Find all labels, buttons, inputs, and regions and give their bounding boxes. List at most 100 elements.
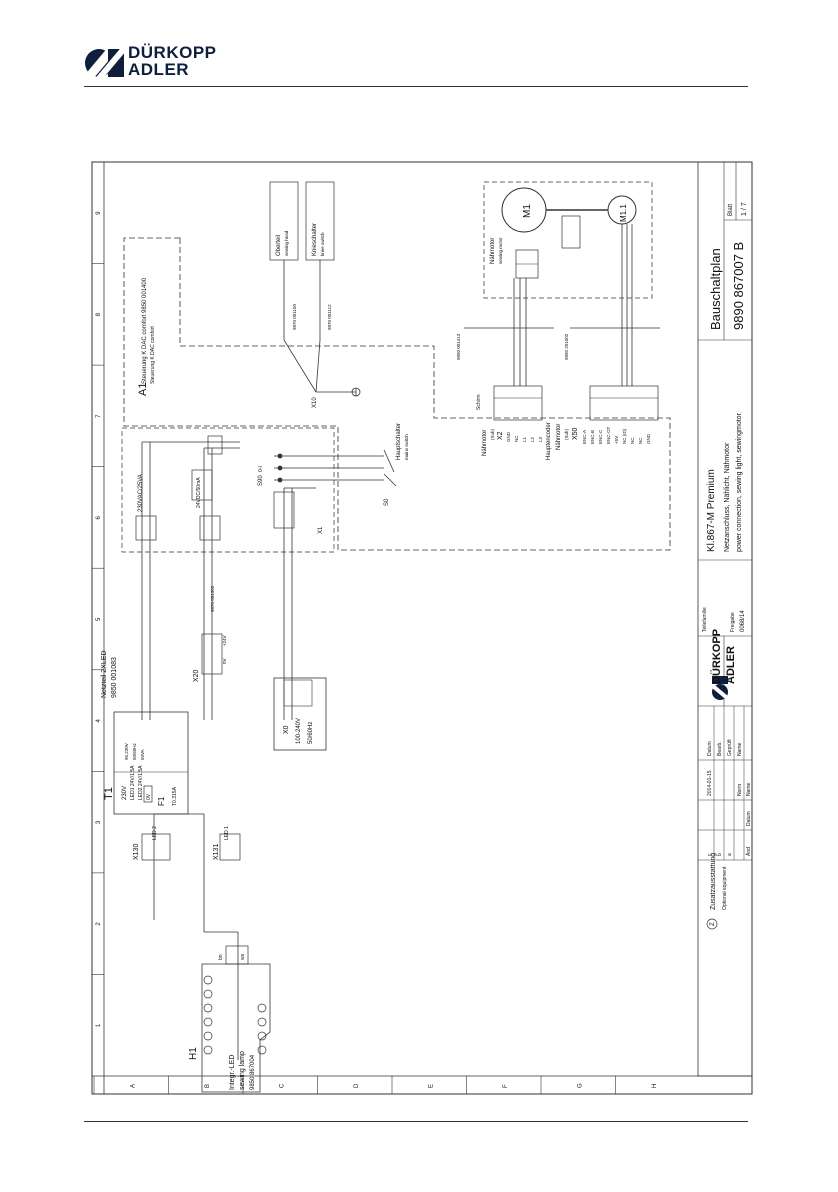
x50-pin: NC [638,437,643,444]
title-block: Bauschaltplan 9890 867007 B Blatt 1 / 7 … [697,161,753,1077]
release-label: Freigabe [730,612,736,632]
supply-box [121,427,335,553]
mains-switch [274,449,397,487]
grid-col-1: 1 [96,1023,102,1027]
grid-row-E: E [428,1084,434,1088]
s90-state: 0-I [258,466,264,472]
x2-pin: NC [514,435,519,442]
x1-terminal [273,491,295,529]
hauptschalter-de: Hauptschalter [396,423,402,460]
x2-title-de: Nähmotor [482,430,488,456]
x20-plus24: +24V [222,635,227,646]
grid-col-2: 2 [96,922,102,926]
sheet-value: 1 / 7 [741,202,748,216]
x20-zero-v: 0V [222,658,227,664]
optional-en: Optional equipment [722,866,728,910]
optional-symbol: Z [710,922,716,926]
optional-de: Zusatzausstattung [710,853,717,910]
drawn-label: Bearb. [717,741,723,756]
drawing-title: Bauschaltplan [708,248,723,330]
rev-label: Änd [745,847,752,856]
family-label: Teilefamilie [702,607,708,632]
x20-label: X20 [193,669,200,682]
rev-date-label: Datum [746,811,752,826]
lamp-led [203,1045,213,1055]
rev-row-c: c [707,853,713,856]
t1-line-1: LED1 24V/1.5A [130,765,136,800]
cable-motor-1: 9850 001413 [456,333,461,360]
hauptschalter-en: mains switch [404,434,409,460]
drawing-number: 9890 867007 B [731,242,746,330]
t1-in-1: 50/60Hz [132,742,137,760]
grid-col-5: 5 [96,617,102,621]
m1-label: M1 [522,204,533,218]
grid-col-8: 8 [96,312,102,316]
x10-label: X10 [312,397,318,408]
cable-knie: 9870 001112 [327,304,332,330]
brand-name: DÜRKOPP ADLER [128,44,217,78]
x230-terminal [135,515,157,541]
h1-number: 9850 867004 [250,1054,256,1090]
name-label: Name [737,742,743,756]
x130-connector [141,833,171,861]
title-block-brand-2: ADLER [725,646,737,684]
rev-name-label: Name [746,782,752,796]
naehmotor-de: Nähmotor [490,238,496,264]
x24-terminal [199,515,221,541]
x131-label: X131 [213,844,220,860]
release-value: 0068/14 [740,610,746,632]
grid-row-B: B [205,1084,211,1088]
norm-label: Norm [737,784,743,796]
knieschalter-en: knee switch [320,232,325,256]
h1-en: sewing lamp [239,1051,246,1090]
h1-de: Integr.-LED [229,1055,236,1090]
oberteil-de: Oberteil [276,235,282,256]
date-label: Datum [707,741,713,756]
t1-line-3: 0V [146,793,152,800]
volt-24: 24VDC/50mA [196,477,202,508]
grid-col-4: 4 [96,719,102,723]
rev-row-b: b [717,853,723,856]
brand-line-1: DÜRKOPP [128,43,217,62]
led-driver-block [191,469,213,501]
grid-row-F: F [503,1084,509,1088]
h1-label: H1 [188,1047,199,1060]
date-value: 2014-01-15 [707,770,713,796]
title-block-brand-1: DÜRKOPP [710,629,723,684]
volt-230: 230VAC/25VA [138,474,144,512]
x131-connector [219,833,241,861]
knee-switch-connector: Knieschalter knee switch [305,181,335,261]
product-name: Kl.867-M Premium [706,469,717,552]
checked-label: Geprüft [727,739,733,756]
footer-divider [84,1121,748,1122]
a1-desc-en: Steuerung K DAC comfort [150,326,156,384]
h1-ws: ws [240,953,246,960]
lamp-led [257,1031,267,1041]
t1-line-2: LED2 24V/1.5A [138,765,144,800]
x50-pin: GND [646,433,651,444]
led2-label: LED 2 [152,826,158,840]
header-divider [84,86,748,87]
control-box-a1 [123,237,671,551]
cable-motor-2: 9850 201002 [564,333,569,360]
cable-x20: 9870 001302 [210,585,215,612]
x50-pin: ENC-OT [606,427,611,444]
lamp-led-array [203,975,267,1055]
x50-pin: ENC-A [582,430,587,444]
brand-line-2: ADLER [128,60,190,79]
oberteil-en: sewing head [284,230,289,256]
t1-label: T1 [103,787,115,800]
connector-x2: Schirm [476,385,543,421]
grid-row-A: A [130,1084,136,1088]
grid-row-G: G [577,1083,583,1088]
x0-label: X0 [283,725,290,734]
t1-in-2: 50VA [140,749,145,760]
grid-col-9: 9 [96,211,102,215]
lamp-led [203,989,213,999]
grid-row-H: H [652,1084,658,1088]
cable-oberteil: 9870 001150 [292,304,297,330]
